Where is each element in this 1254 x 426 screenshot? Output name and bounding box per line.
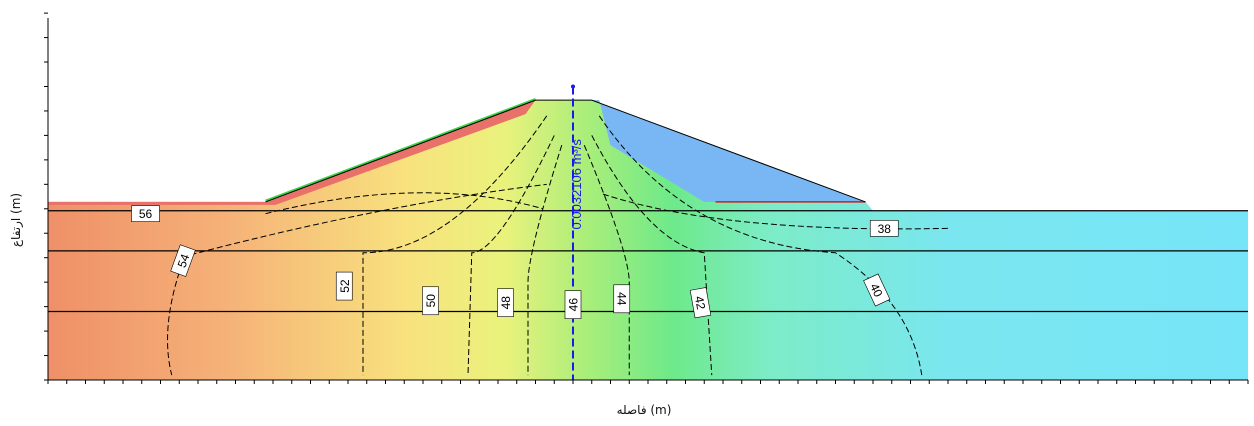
contour-label-text: 56 <box>139 207 153 221</box>
contour-label-box <box>497 288 514 318</box>
contour-label-text: 48 <box>499 296 513 310</box>
contour-label-54: 54 <box>170 244 196 277</box>
contour-label-48: 48 <box>497 288 514 318</box>
contour-label-42: 42 <box>689 287 712 319</box>
contour-label-text: 44 <box>614 292 628 306</box>
x-axis-title: فاصله (m) <box>617 403 672 417</box>
contour-line-3 <box>467 135 555 376</box>
contour-label-text: 40 <box>867 281 885 299</box>
axes <box>44 12 1249 384</box>
contour-line-7 <box>598 115 923 376</box>
contour-label-box <box>131 205 160 222</box>
contour-label-46: 46 <box>564 290 582 319</box>
contour-line-1 <box>167 183 547 376</box>
contour-label-44: 44 <box>613 284 631 314</box>
contour-label-box <box>335 271 353 301</box>
contour-label-text: 50 <box>424 294 438 308</box>
contour-label-text: 52 <box>338 279 352 293</box>
contour-label-box <box>689 287 712 319</box>
contour-label-text: 46 <box>567 298 581 312</box>
contour-label-52: 52 <box>335 271 353 301</box>
contour-label-box <box>170 244 196 277</box>
contour-line-2 <box>362 115 548 376</box>
contour-label-box <box>422 286 439 316</box>
contour-label-text: 42 <box>692 295 708 311</box>
contour-line-5 <box>583 144 630 376</box>
flow-domain <box>48 100 1248 381</box>
contour-label-box <box>613 284 631 314</box>
flux-section-marker <box>571 84 575 89</box>
contour-label-50: 50 <box>422 286 439 316</box>
chart-marks: 0.0032106 m³/s <box>48 84 1248 380</box>
flow-domain-fill <box>48 100 1248 381</box>
contour-label-text: 38 <box>878 222 892 236</box>
contour-label-56: 56 <box>131 205 160 222</box>
contour-label-box <box>564 290 582 319</box>
contour-label-40: 40 <box>863 273 891 307</box>
dam-outline <box>265 99 866 203</box>
contour-label-text: 54 <box>175 252 193 270</box>
contour-line-6 <box>591 135 713 376</box>
upstream-slope-line <box>265 98 536 203</box>
contour-labels: 56 54 52 50 48 46 44 42 40 38 <box>131 205 899 319</box>
flux-section-label: 0.0032106 m³/s <box>569 139 584 230</box>
contour-line-0 <box>265 192 544 215</box>
contour-line-4 <box>527 145 563 376</box>
contour-label-box <box>869 220 899 237</box>
contour-label-38: 38 <box>869 220 899 237</box>
y-axis-title: ارتفاع (m) <box>9 193 24 247</box>
contour-label-box <box>863 273 891 307</box>
